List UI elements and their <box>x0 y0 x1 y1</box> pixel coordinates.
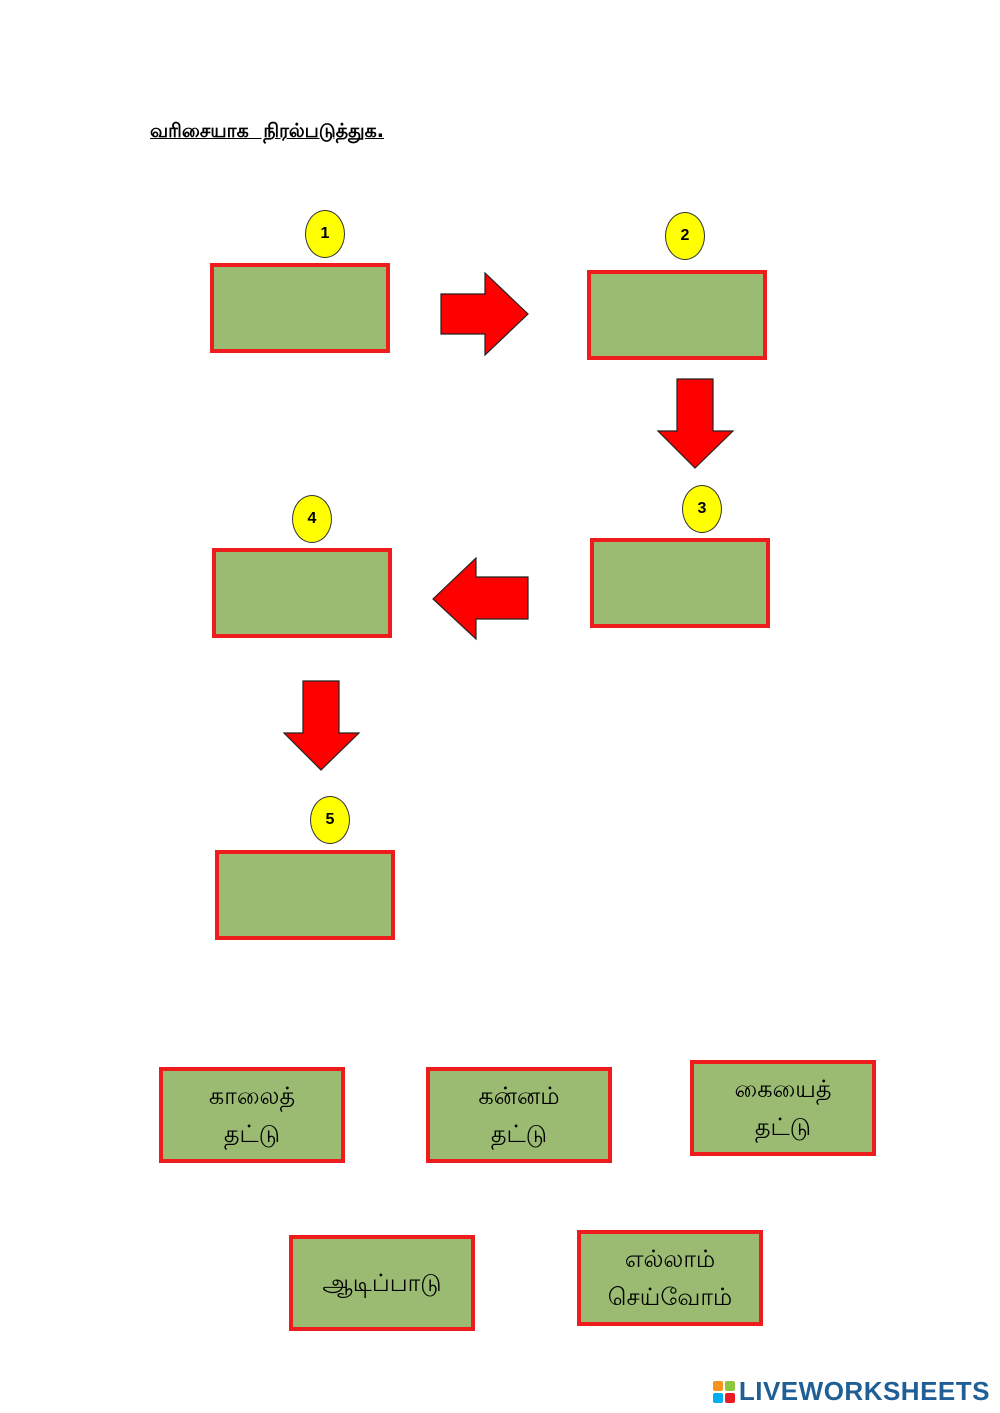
drop-slot-2[interactable] <box>587 270 767 360</box>
drop-slot-4[interactable] <box>212 548 392 638</box>
liveworksheets-logo-icon <box>712 1380 735 1403</box>
answer-card-3-line-1: கையைத் <box>734 1075 832 1103</box>
logo-cell-1 <box>712 1380 723 1391</box>
arrow-right-icon <box>440 272 529 357</box>
answer-card-4-line-1: ஆடிப்பாடு <box>322 1269 442 1297</box>
brand-name: LIVEWORKSHEETS <box>738 1376 990 1406</box>
answer-card-3[interactable]: கையைத் தட்டு <box>690 1060 876 1156</box>
liveworksheets-branding: LIVEWORKSHEETS <box>712 1376 990 1407</box>
answer-card-5[interactable]: எல்லாம் செய்வோம் <box>577 1230 763 1326</box>
answer-card-5-line-1: எல்லாம் <box>624 1245 716 1273</box>
step-number-badge-4: 4 <box>292 495 332 543</box>
logo-cell-3 <box>712 1392 723 1403</box>
answer-card-1-line-2: தட்டு <box>223 1120 281 1148</box>
logo-cell-4 <box>724 1392 735 1403</box>
arrow-left-icon <box>432 557 529 641</box>
drop-slot-3[interactable] <box>590 538 770 628</box>
answer-card-2-line-1: கன்னம் <box>478 1082 560 1110</box>
drop-slot-5[interactable] <box>215 850 395 940</box>
step-number-badge-3: 3 <box>682 485 722 533</box>
answer-card-2-line-2: தட்டு <box>490 1120 548 1148</box>
step-number-badge-5: 5 <box>310 796 350 844</box>
arrow-down-icon <box>657 378 735 469</box>
drop-slot-1[interactable] <box>210 263 390 353</box>
answer-card-4[interactable]: ஆடிப்பாடு <box>289 1235 475 1331</box>
arrow-down-icon-2 <box>283 680 361 771</box>
step-number-badge-2: 2 <box>665 212 705 260</box>
answer-card-1[interactable]: காலைத் தட்டு <box>159 1067 345 1163</box>
answer-card-3-line-2: தட்டு <box>754 1113 812 1141</box>
worksheet-title: வரிசையாக நிரல்படுத்துக. <box>150 120 384 142</box>
answer-card-5-line-2: செய்வோம் <box>607 1283 733 1311</box>
answer-card-1-line-1: காலைத் <box>208 1082 296 1110</box>
answer-card-2[interactable]: கன்னம் தட்டு <box>426 1067 612 1163</box>
logo-cell-2 <box>724 1380 735 1391</box>
step-number-badge-1: 1 <box>305 210 345 258</box>
